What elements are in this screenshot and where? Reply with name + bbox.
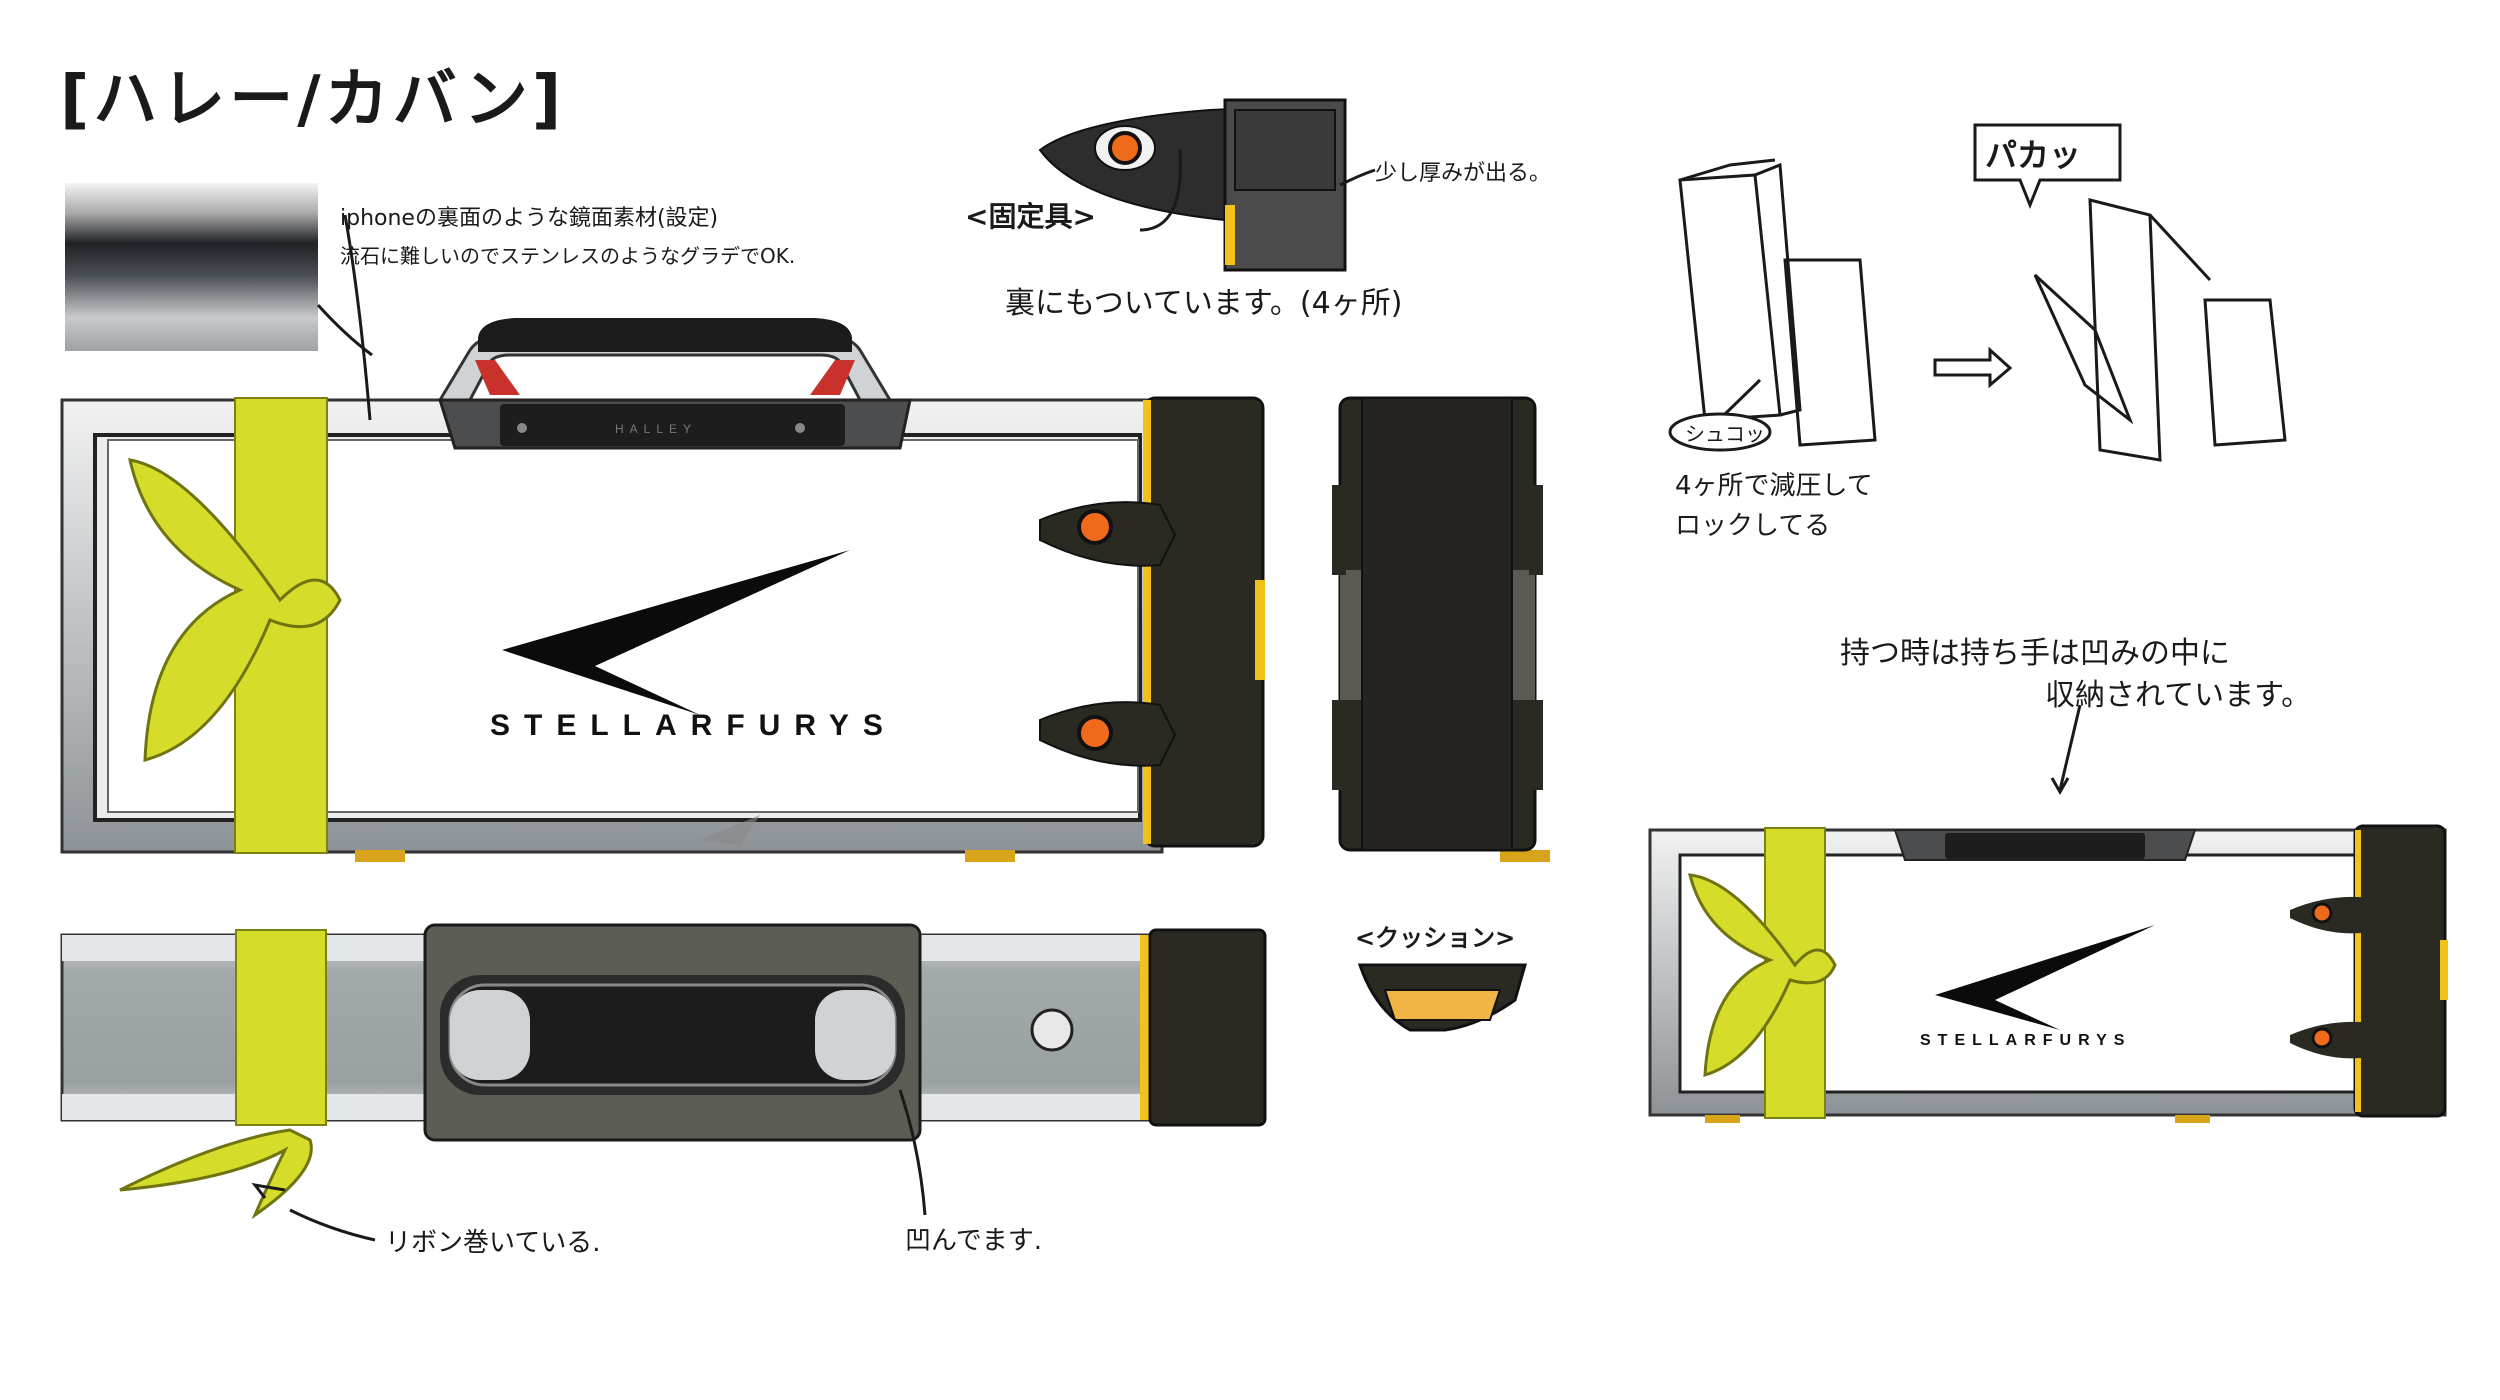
note-material-1: iphoneの裏面のような鏡面素材(設定) (340, 206, 719, 231)
leader-lines (251, 149, 2082, 1242)
note-fastener-back: 裏にもついています。(4ヶ所) (1005, 286, 1403, 321)
brand-large: STELLARFURYS (490, 709, 897, 742)
ribbon-bow (128, 458, 342, 762)
handle-red-right (810, 360, 855, 395)
note-cushion: <クッション> (1355, 924, 1516, 952)
end-cap-yellow-strip (1143, 400, 1151, 844)
note-shucho: シュコッ (1685, 422, 1765, 446)
lock-dial (1030, 1008, 1074, 1052)
note-handle-1: 持つ時は持ち手は凹みの中に (1840, 636, 2230, 671)
note-depress-1: 4ヶ所で減圧して (1675, 471, 1873, 501)
logo-swoosh (502, 550, 850, 715)
brand-small: STELLARFURYS (1920, 1032, 2131, 1049)
note-depress-2: ロックしてる (1675, 511, 1831, 541)
end-cap-yellow-side (1255, 580, 1265, 680)
material-swatch (65, 183, 318, 351)
marble-streak (700, 815, 760, 845)
top-view (60, 923, 1267, 1220)
note-open-sfx: パカッ (1985, 136, 2082, 174)
cushion-sketch (1357, 963, 1527, 1032)
opening-sketch-open (2033, 198, 2287, 462)
open-sfx-bubble (1973, 123, 2122, 210)
front-view (60, 318, 1550, 862)
note-ribbon: リボン巻いている. (385, 1228, 601, 1258)
handle-engraving: HALLEY (615, 422, 697, 436)
note-recessed: 凹んでます. (905, 1226, 1042, 1256)
note-handle-2: 収納されています。 (2045, 678, 2312, 713)
note-fastener-label: <固定具> (965, 200, 1096, 233)
top-plate-inner (500, 404, 845, 446)
note-material-2: 流石に難しいのでステンレスのようなグラデでOK. (340, 244, 796, 268)
shucho-bubble (1668, 412, 1772, 452)
side-view (1332, 396, 1543, 852)
handle-red-left (475, 360, 520, 395)
note-fastener-protrude: 少し厚みが出る。 (1375, 161, 1552, 186)
fastener-detail (1038, 98, 1347, 272)
end-cap (1143, 396, 1265, 848)
opening-sketch-closed (1678, 158, 1877, 447)
top-endcap (1148, 928, 1267, 1127)
handle-grip (478, 318, 852, 352)
small-front-view (1648, 824, 2448, 1123)
opening-arrow (1933, 346, 2013, 389)
page-title: [ハレー/カバン] (60, 63, 566, 137)
ribbon-tail (119, 1128, 313, 1220)
